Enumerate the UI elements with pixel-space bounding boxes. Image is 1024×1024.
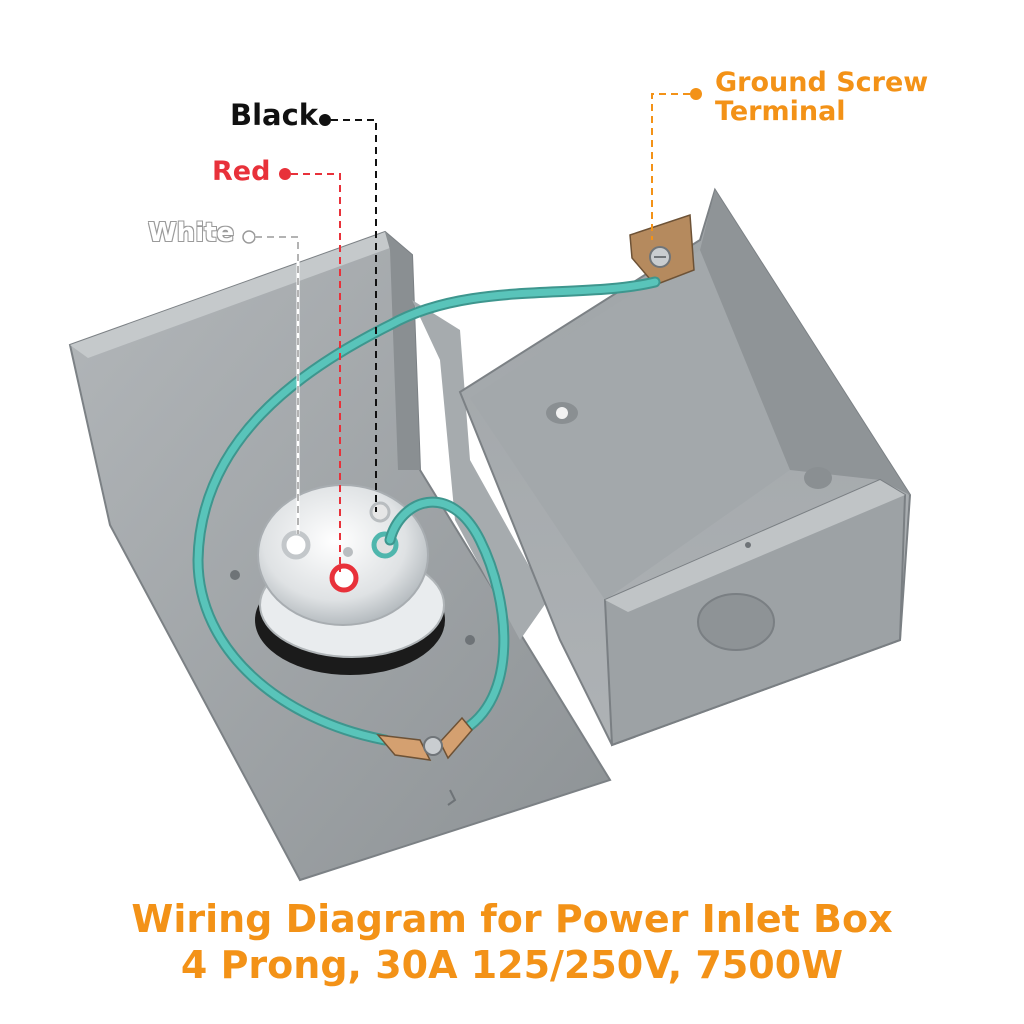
- caption-specs: 4 Prong, 30A 125/250V, 7500W: [180, 943, 844, 987]
- caption-title: Wiring Diagram for Power Inlet Box: [131, 897, 893, 941]
- ground-callout-leader: [651, 88, 702, 240]
- ground-screw-label: Ground Screw Terminal: [715, 68, 928, 126]
- ground-lugs: [376, 716, 473, 761]
- red-wire-label: Red: [212, 156, 271, 187]
- white-terminal: [281, 530, 311, 560]
- ground-screw-terminal: [629, 213, 695, 286]
- black-wire-label: Black: [230, 98, 319, 132]
- white-wire-label: White: [148, 218, 235, 248]
- ground-wire: [192, 276, 661, 746]
- ground-screw-label-line2: Terminal: [715, 96, 846, 127]
- red-terminal: [329, 563, 359, 593]
- black-terminal: [369, 501, 391, 523]
- box-body: [458, 187, 912, 747]
- knockout-front: [697, 593, 775, 651]
- inlet-receptacle: [230, 484, 475, 675]
- red-callout-leader: [279, 168, 341, 572]
- ground-screw-label-line1: Ground Screw: [715, 67, 929, 98]
- knockout-side: [804, 467, 832, 489]
- black-callout-leader: [319, 114, 377, 512]
- white-callout-leader: [242, 230, 300, 534]
- caption: Wiring Diagram for Power Inlet Box 4 Pro…: [0, 896, 1024, 988]
